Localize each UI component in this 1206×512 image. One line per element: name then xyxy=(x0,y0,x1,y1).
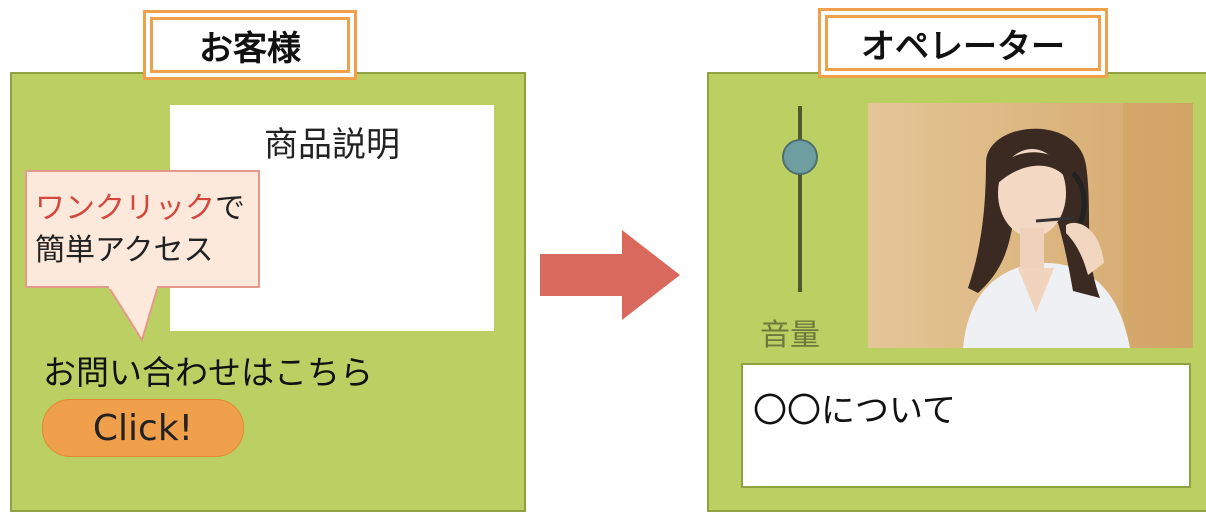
volume-label: 音量 xyxy=(760,318,820,353)
speech-bubble-tail xyxy=(108,286,158,342)
speech-bubble: ワンクリックで 簡単アクセス xyxy=(25,170,260,288)
topic-text: 〇〇について xyxy=(753,391,956,431)
click-button[interactable]: Click! xyxy=(42,399,244,457)
product-description-title: 商品説明 xyxy=(264,125,400,165)
operator-photo xyxy=(868,103,1193,348)
bubble-line-1: ワンクリックで xyxy=(35,188,258,230)
bubble-line-1-rest: で xyxy=(215,191,245,226)
inquiry-text: お問い合わせはこちら xyxy=(43,353,373,392)
customer-tag: お客様 xyxy=(143,10,357,80)
slider-knob-icon xyxy=(782,139,818,175)
topic-box: 〇〇について xyxy=(741,363,1191,488)
volume-slider[interactable] xyxy=(778,104,822,294)
operator-tag: オペレーター xyxy=(818,8,1108,78)
bubble-highlight: ワンクリック xyxy=(35,191,215,226)
right-arrow-icon xyxy=(540,230,680,320)
bubble-line-2: 簡単アクセス xyxy=(35,233,214,268)
